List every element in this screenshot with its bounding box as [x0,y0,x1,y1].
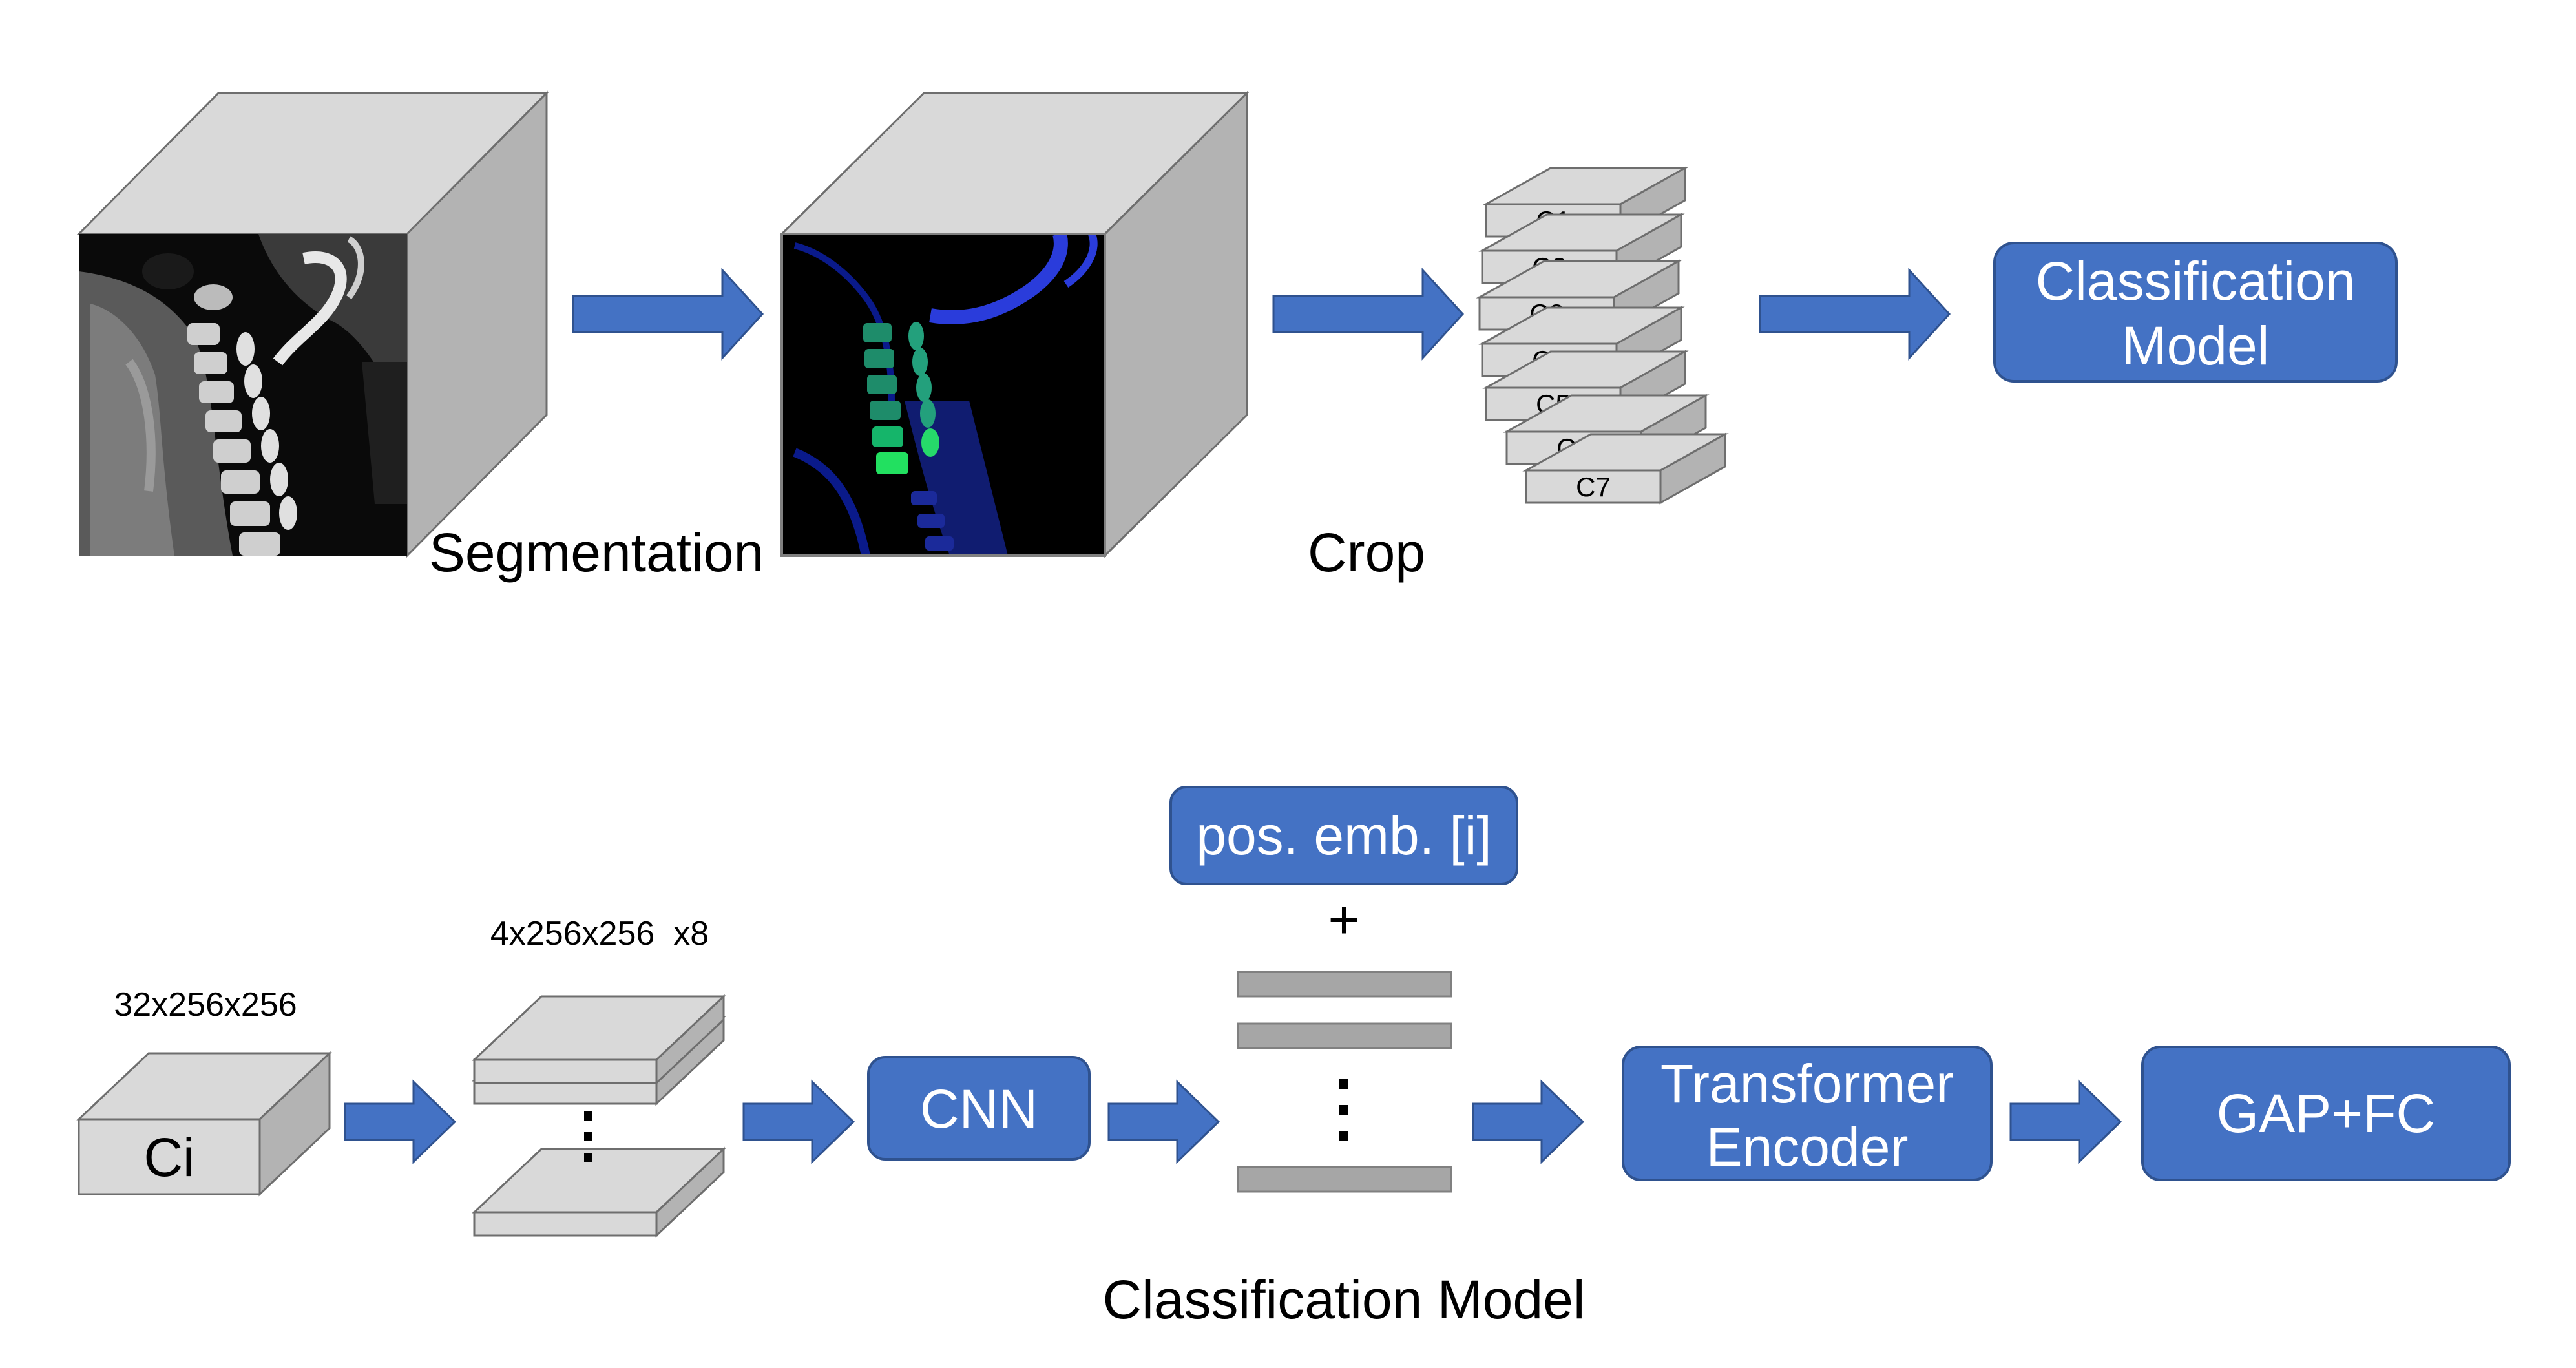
classification-model-caption: Classification Model [1103,1269,1586,1330]
crop-slice-label: C7 [1576,472,1611,502]
ct-volume-cube [76,90,549,558]
arrow-right-icon [1472,1079,1585,1164]
slab-stack [472,994,726,1238]
slab [472,1146,726,1238]
segmentation-image [782,234,1105,556]
transformer-encoder-line-1: Transformer [1660,1053,1954,1114]
crop-slice-stack: C1C2C3C4C5C6C7 [1476,166,1729,505]
vertical-ellipsis-icon [584,1111,592,1162]
arrow-right-icon [344,1079,457,1164]
slab [472,994,726,1086]
ct-scan-image [79,234,407,556]
token-bar [1237,971,1452,998]
plus-sign: + [1328,889,1359,950]
classification-model-line-1: Classification [2036,251,2356,311]
arrow-right-icon [2009,1079,2122,1164]
segmentation-label: Segmentation [429,522,764,583]
token-sequence [1237,971,1452,1193]
input-ci-label: Ci [143,1127,194,1188]
crop-label: Crop [1308,522,1425,583]
arrow-right-icon [1107,1079,1220,1164]
input-dims-label: 32x256x256 [114,986,297,1024]
transformer-encoder-line-2: Encoder [1706,1117,1909,1177]
crop-slice-c7: C7 [1522,432,1729,505]
segmentation-volume-cube [779,90,1250,558]
arrow-right-icon [742,1079,855,1164]
positional-embedding-label: pos. emb. [i] [1196,805,1492,866]
classification-model-box: Classification Model [1993,242,2398,383]
gap-fc-box: GAP+FC [2141,1046,2511,1181]
input-volume-ci: Ci [76,1051,332,1197]
vertical-ellipsis-icon [1339,1079,1348,1141]
stack-dims-label: 4x256x256 x8 [490,915,709,952]
token-bar [1237,1166,1452,1193]
slice-front-face [1525,469,1662,504]
arrow-right-icon [1759,268,1951,361]
transformer-encoder-box: Transformer Encoder [1622,1046,1993,1181]
cnn-box: CNN [867,1056,1091,1161]
arrow-right-icon [572,268,764,361]
positional-embedding-box: pos. emb. [i] [1169,786,1518,885]
token-bar [1237,1022,1452,1049]
cnn-label: CNN [920,1079,1038,1139]
gap-fc-label: GAP+FC [2217,1083,2435,1144]
classification-model-line-2: Model [2122,315,2270,376]
arrow-right-icon [1272,268,1465,361]
